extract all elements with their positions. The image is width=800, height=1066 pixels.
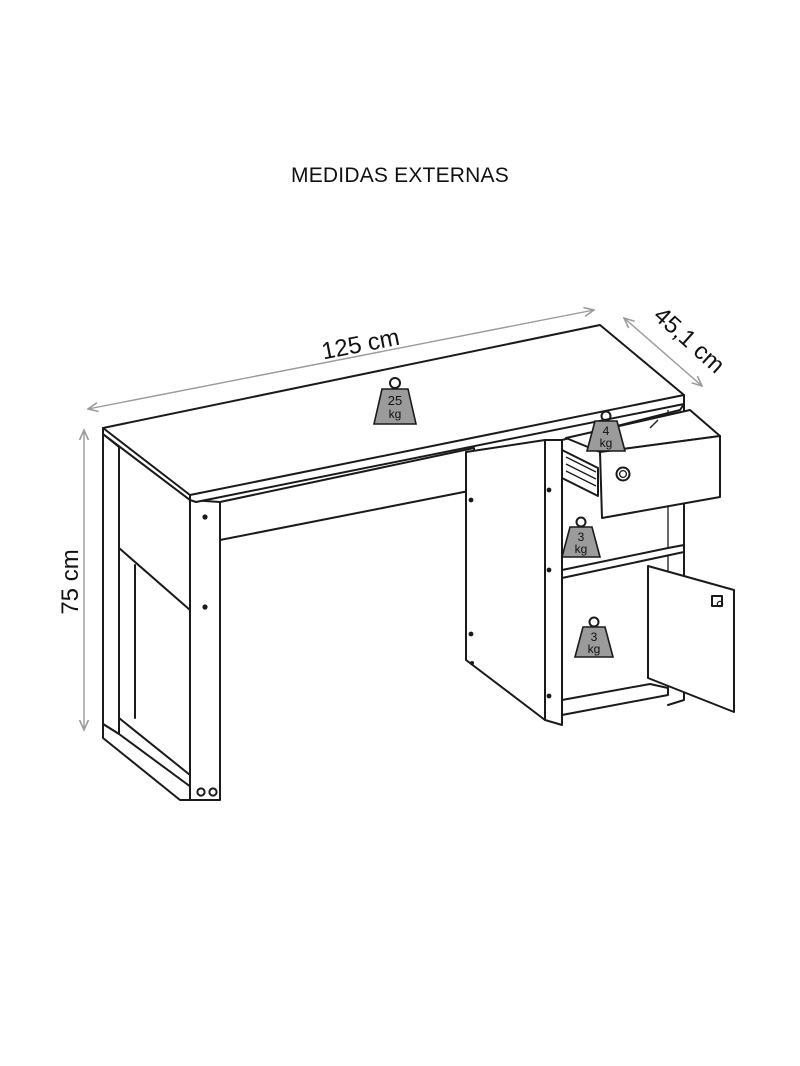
svg-text:kg: kg <box>575 542 588 556</box>
drawer-handle-icon[interactable] <box>615 466 631 482</box>
svg-text:3: 3 <box>591 630 598 644</box>
cabinet-side-panel <box>544 439 563 726</box>
svg-text:kg: kg <box>389 407 402 421</box>
weight-top-icon: 25 kg <box>372 377 418 425</box>
svg-text:3: 3 <box>578 530 585 544</box>
diagram-title: MEDIDAS EXTERNAS <box>291 164 509 187</box>
svg-text:kg: kg <box>600 436 613 450</box>
weight-shelf-icon: 3 kg <box>560 516 602 558</box>
depth-label: 45,1 cm <box>648 302 730 379</box>
height-dimension: 75 cm <box>57 430 84 730</box>
cabinet-door[interactable] <box>647 565 735 713</box>
middle-panel <box>465 439 546 721</box>
drawer[interactable] <box>565 409 721 519</box>
height-label: 75 cm <box>57 549 84 614</box>
svg-text:4: 4 <box>603 424 610 438</box>
weight-drawer-icon: 4 kg <box>585 410 627 452</box>
door-handle-icon[interactable] <box>711 595 723 607</box>
weight-cabinet-icon: 3 kg <box>573 616 615 658</box>
svg-text:25: 25 <box>388 393 402 408</box>
svg-text:kg: kg <box>588 642 601 656</box>
width-label: 125 cm <box>319 324 401 366</box>
